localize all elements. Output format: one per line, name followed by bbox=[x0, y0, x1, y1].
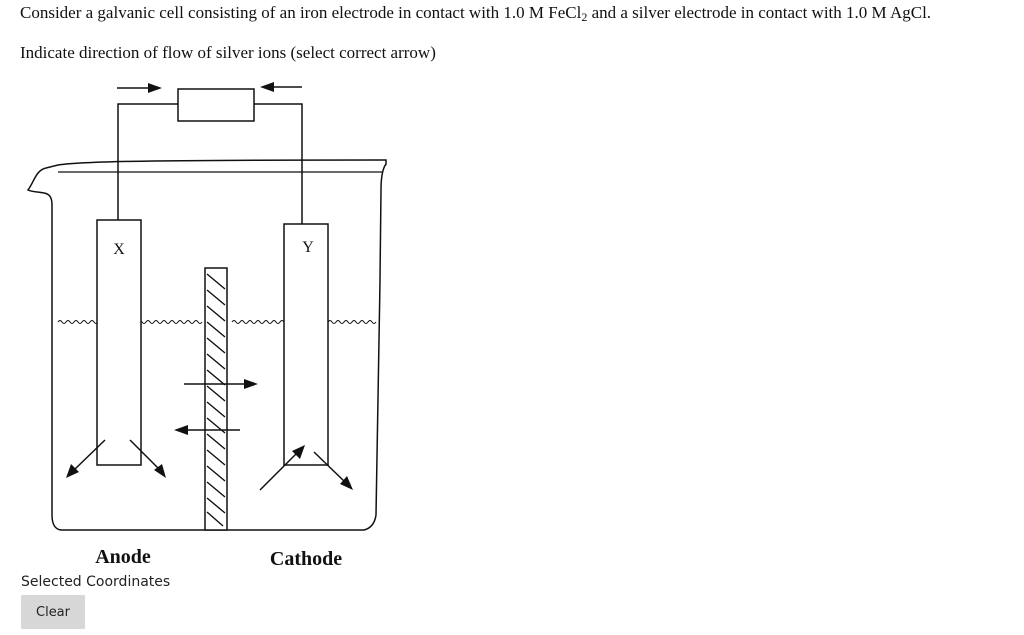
circuit-device-box bbox=[177, 88, 255, 122]
instruction-text: Indicate direction of flow of silver ion… bbox=[20, 43, 436, 62]
question-suffix: and a silver electrode in contact with 1… bbox=[587, 3, 932, 22]
electrode-x-label: X bbox=[113, 241, 125, 258]
arrow-wire-left[interactable] bbox=[256, 79, 306, 95]
arrow-anode-down-right[interactable] bbox=[126, 436, 170, 482]
electrode-y-label: Y bbox=[302, 239, 314, 256]
clear-button[interactable]: Clear bbox=[21, 595, 85, 629]
arrow-anode-down-left[interactable] bbox=[62, 436, 110, 482]
arrow-wire-right[interactable] bbox=[112, 80, 166, 96]
selected-coordinates-label: Selected Coordinates bbox=[21, 574, 171, 590]
external-circuit-wire bbox=[117, 103, 303, 224]
galvanic-cell-diagram[interactable]: X Y bbox=[0, 70, 400, 585]
question-subscript: 2 bbox=[581, 10, 588, 24]
arrow-cathode-down-right[interactable] bbox=[310, 448, 356, 494]
beaker-outline bbox=[26, 159, 387, 531]
salt-bridge-membrane bbox=[204, 267, 228, 531]
arrow-cathode-up-right[interactable] bbox=[256, 441, 308, 494]
cathode-label: Cathode bbox=[270, 548, 342, 570]
question-prefix: Consider a galvanic cell consisting of a… bbox=[20, 3, 582, 22]
arrow-bridge-right[interactable] bbox=[180, 376, 262, 392]
electrode-x bbox=[96, 219, 142, 466]
electrode-y bbox=[283, 223, 329, 466]
anode-label: Anode bbox=[95, 546, 151, 568]
arrow-bridge-left[interactable] bbox=[170, 422, 244, 438]
question-text: Consider a galvanic cell consisting of a… bbox=[20, 1, 931, 25]
